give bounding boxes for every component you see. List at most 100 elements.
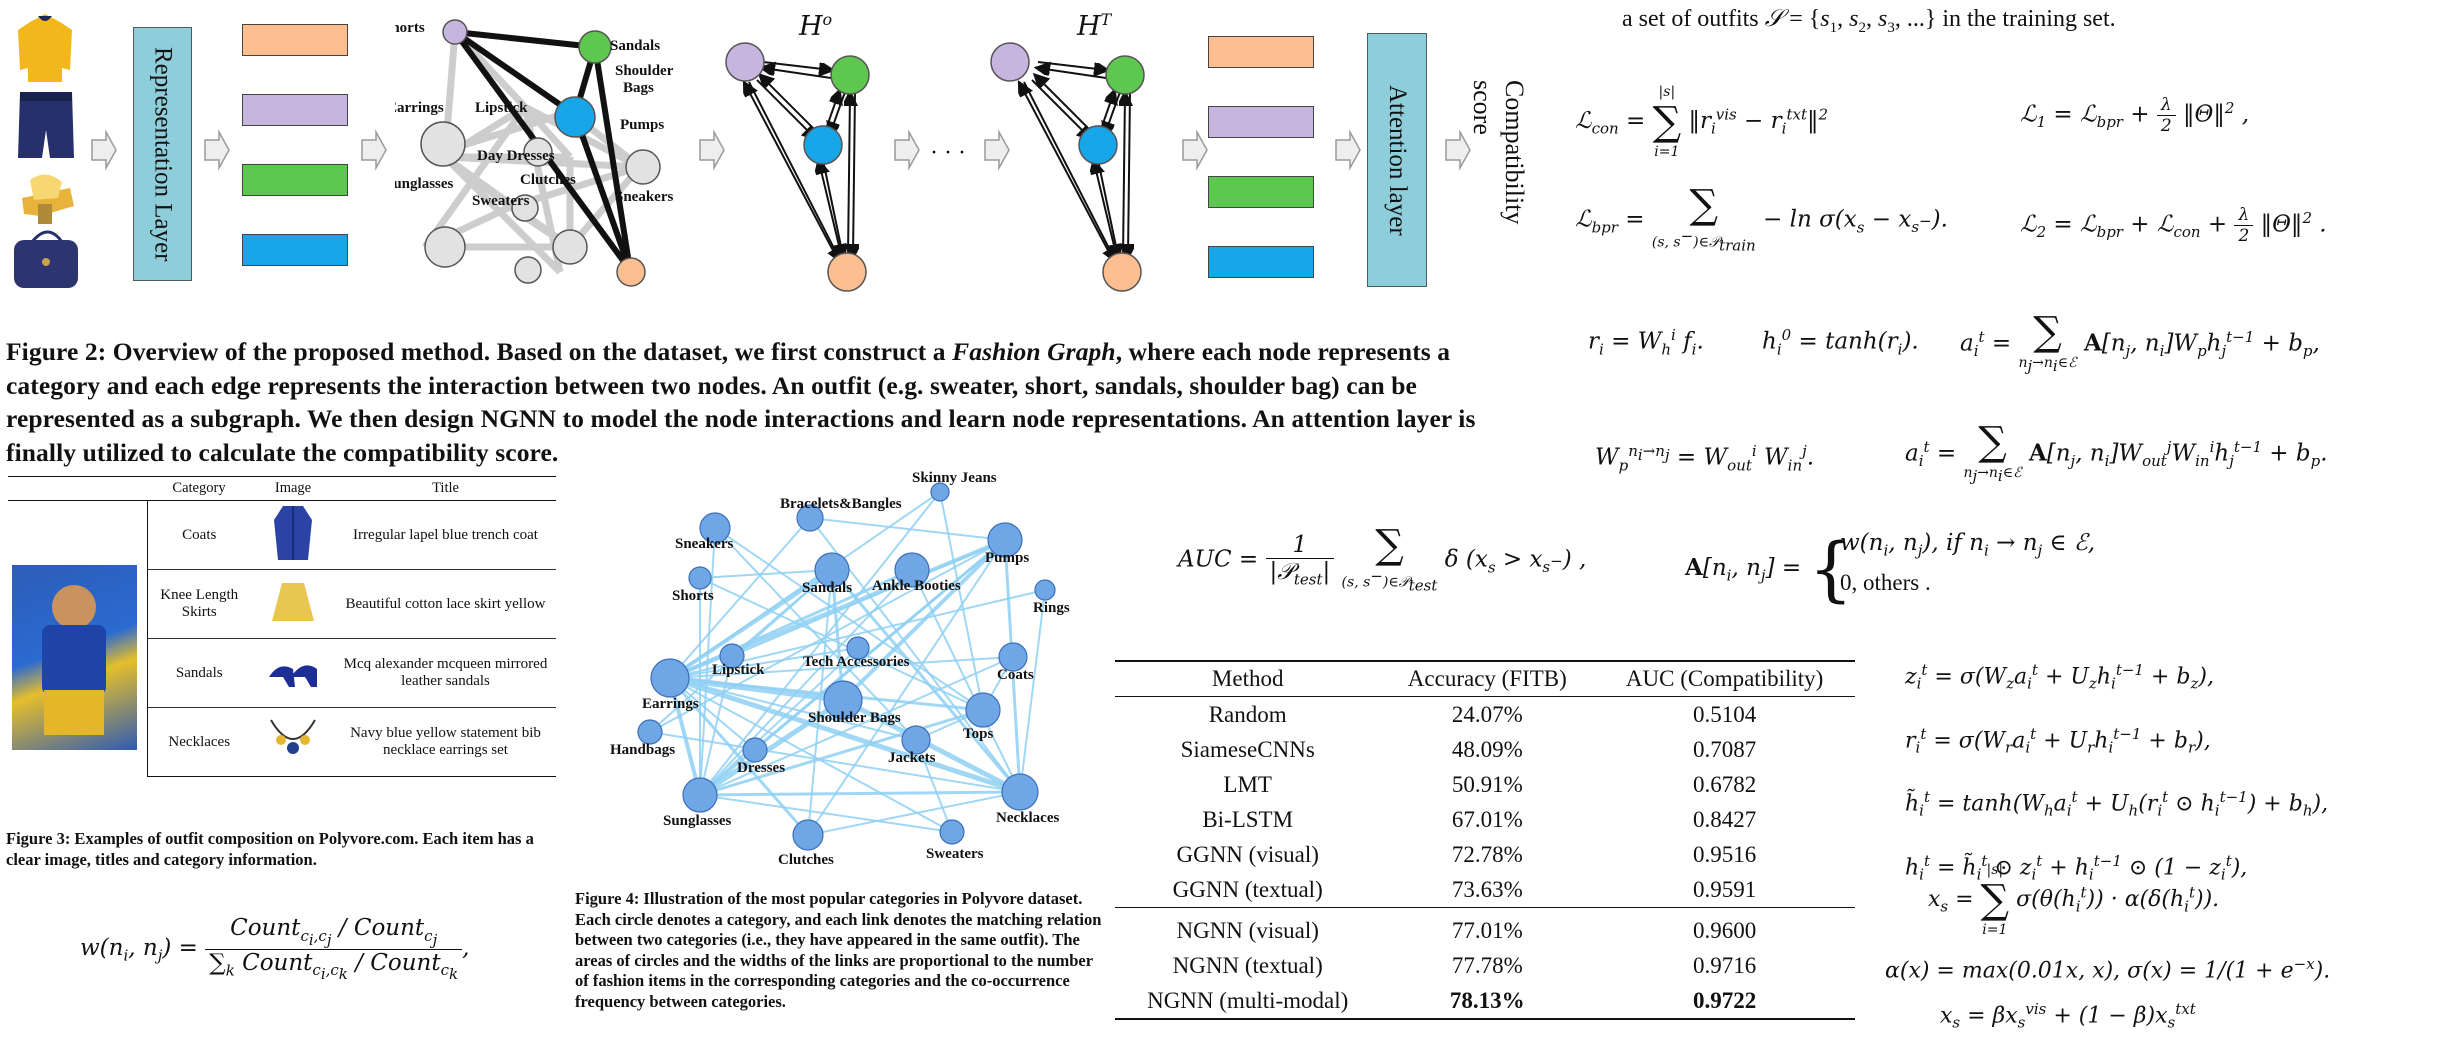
category-node: [998, 642, 1028, 672]
category-node: [650, 658, 690, 698]
cell-auc: 0.5104: [1692, 701, 1757, 727]
category-node-label: Sweaters: [926, 846, 984, 862]
figure-2-caption: Figure 2: Overview of the proposed metho…: [6, 337, 1476, 467]
table-row: GGNN (textual)73.63%0.9591: [1115, 872, 1855, 908]
category-link: [669, 517, 811, 679]
sandals-icon: [22, 174, 74, 224]
cell-auc: 0.8427: [1692, 806, 1757, 832]
cell-method: NGNN (multi-modal): [1147, 987, 1349, 1013]
fashion-graph-node-label: Lipstick: [475, 100, 528, 116]
cell-auc: 0.9716: [1692, 952, 1757, 978]
compatibility-score-label: Compatibility score: [1468, 80, 1529, 225]
category-node-label: Tops: [963, 726, 993, 742]
flow-arrow: [91, 129, 117, 171]
category-node: [901, 725, 931, 755]
equation-a1: ait = ∑nj→ni∈ℰ A[nj, ni]Wphjt−1 + bp,: [1960, 309, 2320, 375]
category-link: [699, 708, 984, 797]
category-node-label: Jackets: [888, 750, 936, 766]
flow-arrows: [91, 129, 1471, 171]
results-table: Method Accuracy (FITB) AUC (Compatibilit…: [1115, 660, 1855, 1020]
category-node-label: Clutches: [778, 852, 834, 865]
cell-auc: 0.6782: [1692, 771, 1757, 797]
col-accuracy: Accuracy (FITB): [1380, 661, 1595, 697]
embedding-stack-right: [1208, 36, 1314, 278]
fashion-graph-node-label: Sandals: [610, 38, 660, 54]
category-node-label: Bracelets&Bangles: [780, 496, 902, 512]
category-link: [699, 577, 984, 711]
embedding-vector-orange: [242, 24, 348, 56]
embedding-stack-left: [242, 24, 348, 266]
category-link: [807, 539, 1006, 836]
cell-acc: 67.01%: [1451, 806, 1523, 832]
category-node: [894, 552, 930, 588]
fashion-graph-node-label: Pumps: [620, 117, 664, 133]
table-row: Necklaces Navy blue yellow statement bib…: [8, 707, 556, 777]
figure-4-caption: Figure 4: Illustration of the most popul…: [575, 889, 1102, 1011]
col-auc: AUC (Compatibility): [1594, 661, 1855, 697]
cell-auc: 0.9591: [1692, 876, 1757, 902]
equation-adjacency: A[ni, nj] = {: [1685, 528, 1853, 610]
fashion-graph: ShortsSandalsShoulderBagsEarringsLipstic…: [395, 19, 674, 287]
cell-acc: 77.78%: [1451, 952, 1523, 978]
category-link: [830, 569, 1022, 793]
table-row: NGNN (visual)77.01%0.9600: [1115, 907, 1855, 948]
flow-arrow: [1182, 129, 1208, 171]
coat-icon: [274, 505, 312, 560]
col-method: Method: [1115, 661, 1381, 697]
category-link: [841, 538, 1007, 702]
equation-a2: ait = ∑nj→ni∈ℰ A[nj, ni]WoutjWinihjt−1 +…: [1905, 419, 2328, 485]
equation-l-con: ℒcon = |s|∑i=1 ‖rivis − ritxt‖2: [1575, 84, 1829, 160]
category-link: [669, 568, 913, 680]
heels-icon: [269, 664, 317, 687]
category-link: [649, 731, 1021, 793]
category-link: [911, 569, 1021, 793]
category-node-label: Dresses: [737, 760, 785, 776]
fashion-graph-node-label: Sneakers: [615, 189, 674, 205]
graph-ht: [990, 42, 1145, 292]
attention-layer-box: Attention layer: [1367, 33, 1427, 287]
cell-method: Random: [1208, 701, 1287, 727]
category-link: [807, 569, 833, 836]
cell-method: GGNN (visual): [1176, 841, 1319, 867]
training-set-line: a set of outfits 𝒮 = {s1, s2, s3, ...} i…: [1622, 6, 2116, 36]
category-node: [965, 692, 1001, 728]
flow-arrow: [1445, 129, 1471, 171]
cell-auc: 0.9722: [1692, 987, 1757, 1013]
flow-arrow: [894, 129, 920, 171]
cell-acc: 72.78%: [1451, 841, 1523, 867]
category-node: [930, 482, 950, 502]
category-node: [719, 643, 745, 669]
category-node: [823, 680, 863, 720]
category-link: [669, 677, 953, 833]
equation-wp: Wpni→nj = Wouti Winj.: [1595, 442, 1815, 475]
flow-arrow: [204, 129, 230, 171]
category-node: [987, 522, 1023, 558]
category-link: [807, 791, 1021, 836]
representation-layer-label: Representation Layer: [149, 46, 177, 262]
category-link: [669, 491, 941, 679]
category-node-label: Lipstick: [712, 662, 765, 678]
category-link: [668, 677, 810, 836]
category-node-label: Skinny Jeans: [912, 470, 997, 486]
category-link: [841, 697, 1022, 795]
sweater-icon: [18, 14, 72, 82]
equation-adjacency-case2: 0, others .: [1840, 570, 1931, 595]
shorts-icon: [18, 92, 74, 158]
cell-auc: 0.9600: [1594, 907, 1855, 948]
embedding-vector-green: [1208, 176, 1314, 208]
cell-method: NGNN (visual): [1115, 907, 1381, 948]
cell-acc: 48.09%: [1451, 736, 1523, 762]
flow-arrow: [984, 129, 1010, 171]
col-image: Image: [251, 476, 335, 501]
cell-method: SiameseCNNs: [1180, 736, 1315, 762]
category-link: [714, 527, 917, 741]
attention-layer-label: Attention layer: [1384, 84, 1411, 236]
category-link: [939, 491, 984, 711]
flow-arrow: [699, 129, 725, 171]
equation-h0: hi0 = tanh(ri).: [1762, 326, 1919, 359]
